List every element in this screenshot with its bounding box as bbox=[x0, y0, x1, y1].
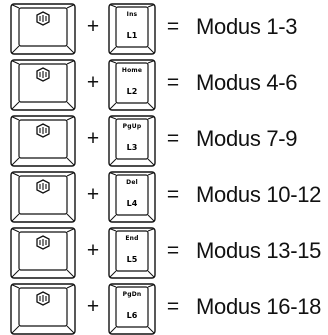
logo-key bbox=[10, 115, 76, 167]
fn-key-top-label: Home bbox=[122, 67, 142, 74]
equals-sign: = bbox=[166, 15, 180, 38]
combo-row: + Ins L1 = Modus 1-3 bbox=[0, 3, 328, 55]
plus-sign: + bbox=[86, 127, 100, 150]
brand-logo-icon bbox=[36, 11, 50, 26]
combo-row: + End L5 = Modus 13-15 bbox=[0, 227, 328, 279]
fn-key-bottom-label: L2 bbox=[127, 87, 138, 96]
fn-key-home: Home L2 bbox=[108, 59, 156, 111]
logo-key bbox=[10, 59, 76, 111]
combo-row: + Del L4 = Modus 10-12 bbox=[0, 171, 328, 223]
fn-key-top-label: PgUp bbox=[123, 123, 142, 130]
fn-key-bottom-label: L1 bbox=[127, 31, 138, 40]
fn-key-bottom-label: L5 bbox=[127, 255, 138, 264]
fn-key-end: End L5 bbox=[108, 227, 156, 279]
brand-logo-icon bbox=[36, 179, 50, 194]
combo-row: + PgUp L3 = Modus 7-9 bbox=[0, 115, 328, 167]
brand-logo-icon bbox=[36, 67, 50, 82]
mode-label: Modus 4-6 bbox=[196, 70, 298, 95]
plus-sign: + bbox=[86, 295, 100, 318]
plus-sign: + bbox=[86, 15, 100, 38]
keycap-outline: Ins L1 bbox=[108, 3, 156, 55]
keycap-outline: End L5 bbox=[108, 227, 156, 279]
fn-key-bottom-label: L4 bbox=[127, 199, 138, 208]
equals-sign: = bbox=[166, 239, 180, 262]
keycap-outline: Del L4 bbox=[108, 171, 156, 223]
keycap-outline: PgUp L3 bbox=[108, 115, 156, 167]
brand-logo-icon bbox=[36, 235, 50, 250]
keycap-outline bbox=[10, 283, 76, 335]
combo-row: + Home L2 = Modus 4-6 bbox=[0, 59, 328, 111]
fn-key-pgup: PgUp L3 bbox=[108, 115, 156, 167]
equals-sign: = bbox=[166, 127, 180, 150]
mode-label: Modus 7-9 bbox=[196, 126, 298, 151]
combo-row: + PgDn L6 = Modus 16-18 bbox=[0, 283, 328, 335]
keycap-outline bbox=[10, 115, 76, 167]
keycap-outline: PgDn L6 bbox=[108, 283, 156, 335]
keycap-outline: Home L2 bbox=[108, 59, 156, 111]
fn-key-top-label: End bbox=[125, 235, 138, 242]
logo-key bbox=[10, 171, 76, 223]
logo-key bbox=[10, 3, 76, 55]
logo-key bbox=[10, 283, 76, 335]
fn-key-pgdn: PgDn L6 bbox=[108, 283, 156, 335]
plus-sign: + bbox=[86, 239, 100, 262]
fn-key-del: Del L4 bbox=[108, 171, 156, 223]
plus-sign: + bbox=[86, 183, 100, 206]
mode-label: Modus 16-18 bbox=[196, 294, 322, 319]
fn-key-top-label: PgDn bbox=[123, 291, 142, 298]
brand-logo-icon bbox=[36, 291, 50, 306]
mode-label: Modus 13-15 bbox=[196, 238, 322, 263]
fn-key-ins: Ins L1 bbox=[108, 3, 156, 55]
fn-key-top-label: Ins bbox=[127, 11, 138, 18]
keycap-outline bbox=[10, 171, 76, 223]
fn-key-bottom-label: L6 bbox=[127, 311, 138, 320]
fn-key-bottom-label: L3 bbox=[127, 143, 138, 152]
keycap-outline bbox=[10, 59, 76, 111]
keycap-outline bbox=[10, 3, 76, 55]
equals-sign: = bbox=[166, 71, 180, 94]
plus-sign: + bbox=[86, 71, 100, 94]
brand-logo-icon bbox=[36, 123, 50, 138]
equals-sign: = bbox=[166, 295, 180, 318]
fn-key-top-label: Del bbox=[126, 179, 138, 186]
logo-key bbox=[10, 227, 76, 279]
mode-label: Modus 1-3 bbox=[196, 14, 298, 39]
keycap-outline bbox=[10, 227, 76, 279]
mode-label: Modus 10-12 bbox=[196, 182, 322, 207]
equals-sign: = bbox=[166, 183, 180, 206]
